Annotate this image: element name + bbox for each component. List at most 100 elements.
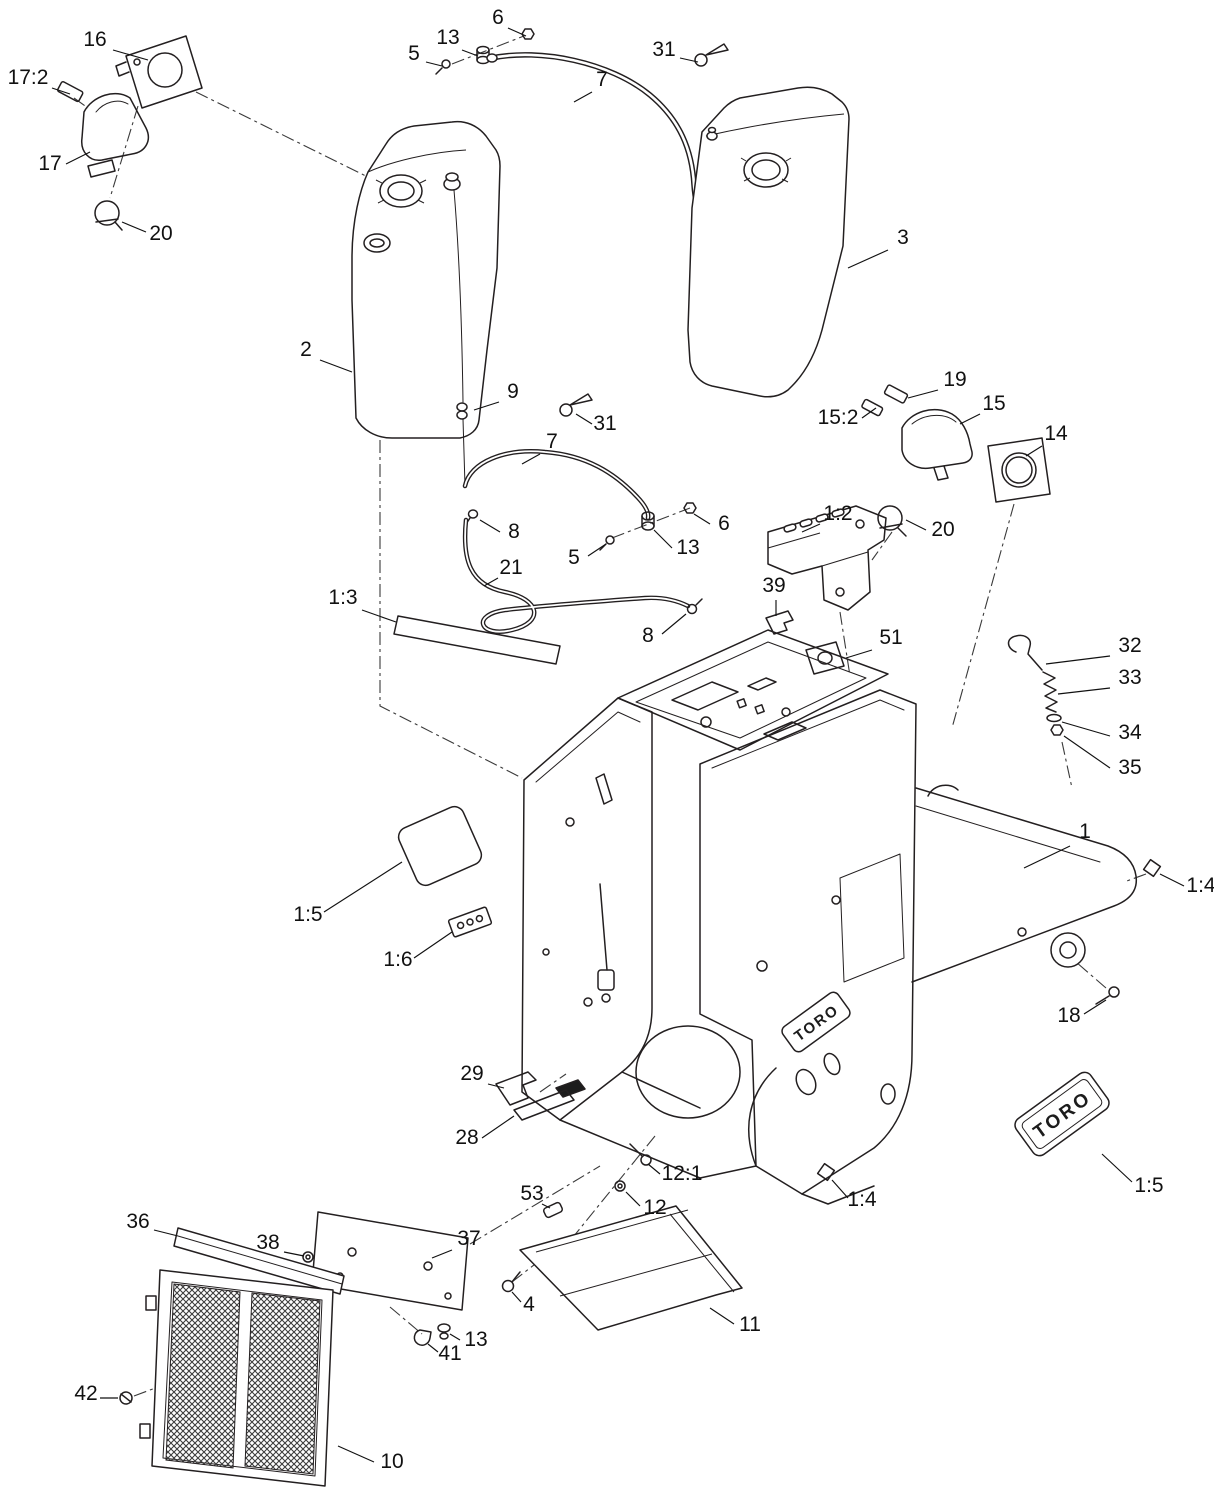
part-19-fitting [883,384,909,404]
callout-label-15: 15 [982,392,1005,415]
callout-label-1:4: 1:4 [1186,874,1214,897]
part-14-plate [987,437,1051,503]
callout-leader-6 [507,27,527,37]
callout-leader-21 [483,577,499,587]
callout-label-2: 2 [300,338,312,361]
callout-label-21: 21 [499,556,522,579]
part-20-clamp-right [877,505,907,537]
callout-label-3: 3 [897,226,909,249]
part-31-cable-tie-top [694,43,729,67]
callout-leader-7 [521,453,541,465]
callout-label-28: 28 [455,1126,478,1149]
callout-label-17:2: 17:2 [8,66,49,89]
fuel-line-and-part-9 [453,189,468,487]
part-11-tray [519,1205,743,1331]
callout-label-31: 31 [652,38,675,61]
callout-label-20: 20 [149,222,172,245]
callout-label-16: 16 [83,28,106,51]
part-15-2-fitting [861,398,884,417]
toro-decal-frame: TORO [781,991,851,1053]
part-13-fitting-mid [641,511,655,531]
callout-leader-16 [112,49,149,61]
callout-leader-41 [427,1343,439,1353]
part-1-6-bracket [447,906,493,938]
part-1-2-bracket [767,505,887,611]
callout-label-9: 9 [507,380,519,403]
callout-label-11: 11 [739,1313,761,1336]
part-32-rod [1007,634,1043,671]
mesh-panel-right [244,1292,321,1475]
part-37-plate [311,1211,469,1311]
part-5-screw-top [435,59,451,75]
callout-leader-11 [709,1307,735,1325]
callout-leader-15:2 [861,407,877,419]
part-41-clip [413,1329,432,1346]
part-51-plate [805,641,845,675]
part-15-cover [901,408,973,481]
callout-label-13: 13 [436,26,459,49]
callout-label-51: 51 [879,626,902,649]
callout-label-7: 7 [546,430,558,453]
callout-leader-1:4 [831,1179,849,1199]
part-33-spring [1042,671,1058,713]
callout-label-1:2: 1:2 [823,502,852,525]
callout-leader-18 [1083,999,1107,1015]
callout-leader-1:3 [361,609,397,623]
part-20-clamp-left [94,200,123,231]
callout-label-1:3: 1:3 [328,586,357,609]
part-7-hose-mid [462,449,651,521]
callout-label-1:4: 1:4 [847,1188,877,1211]
part-1-5-toro-decal: TORO [1014,1071,1110,1157]
callout-label-33: 33 [1118,666,1141,689]
hose-end-fitting [486,53,498,63]
callout-label-37: 37 [457,1227,480,1250]
part-6-nut-top [521,28,535,40]
callout-label-20: 20 [931,518,954,541]
part-31-cable-tie-mid [559,393,593,417]
callout-label-1: 1 [1079,820,1091,843]
callout-label-53: 53 [520,1182,543,1205]
callout-leader-31 [679,57,699,63]
callout-leader-38 [283,1251,305,1257]
part-38-screw [302,1251,314,1263]
callout-leader-5 [587,543,607,557]
callout-leader-29 [487,1083,505,1089]
part-13-fitting-bottom [437,1323,451,1340]
part-36-strip [173,1227,345,1295]
callout-label-36: 36 [126,1210,149,1233]
part-10-screen [139,1269,334,1487]
callout-label-41: 41 [438,1342,461,1365]
callout-leader-10 [337,1445,375,1463]
callout-leader-12:1 [647,1163,661,1175]
callout-leader-1:5 [1101,1153,1133,1183]
callout-leader-34 [1061,721,1111,737]
callout-label-32: 32 [1118,634,1141,657]
callout-label-12:1: 12:1 [662,1162,703,1185]
callout-label-6: 6 [718,512,730,535]
callout-label-7: 7 [596,68,608,91]
part-28-bracket [513,1089,575,1121]
callout-leader-51 [845,649,873,659]
callout-leader-36 [153,1229,179,1237]
part-34-washer [1046,713,1062,723]
part-5-screw-mid [599,535,615,551]
part-29-bracket [495,1071,537,1106]
callout-label-42: 42 [74,1382,97,1405]
callout-label-1:6: 1:6 [383,948,412,971]
callout-leader-33 [1057,687,1111,695]
part-6-nut-mid [683,502,697,514]
callout-label-1:5: 1:5 [1134,1174,1163,1197]
callout-leader-32 [1045,655,1111,665]
callout-label-29: 29 [460,1062,483,1085]
part-3-fuel-tank-right [687,86,850,398]
callout-leader-15 [959,413,981,425]
mount-tab [145,1295,157,1311]
part-13-fitting-top [476,45,490,65]
callout-label-35: 35 [1118,756,1141,779]
callout-label-14: 14 [1044,422,1068,445]
callout-leader-1:5 [323,861,403,913]
part-12-bolt [614,1180,626,1192]
callout-leader-7 [573,91,593,103]
